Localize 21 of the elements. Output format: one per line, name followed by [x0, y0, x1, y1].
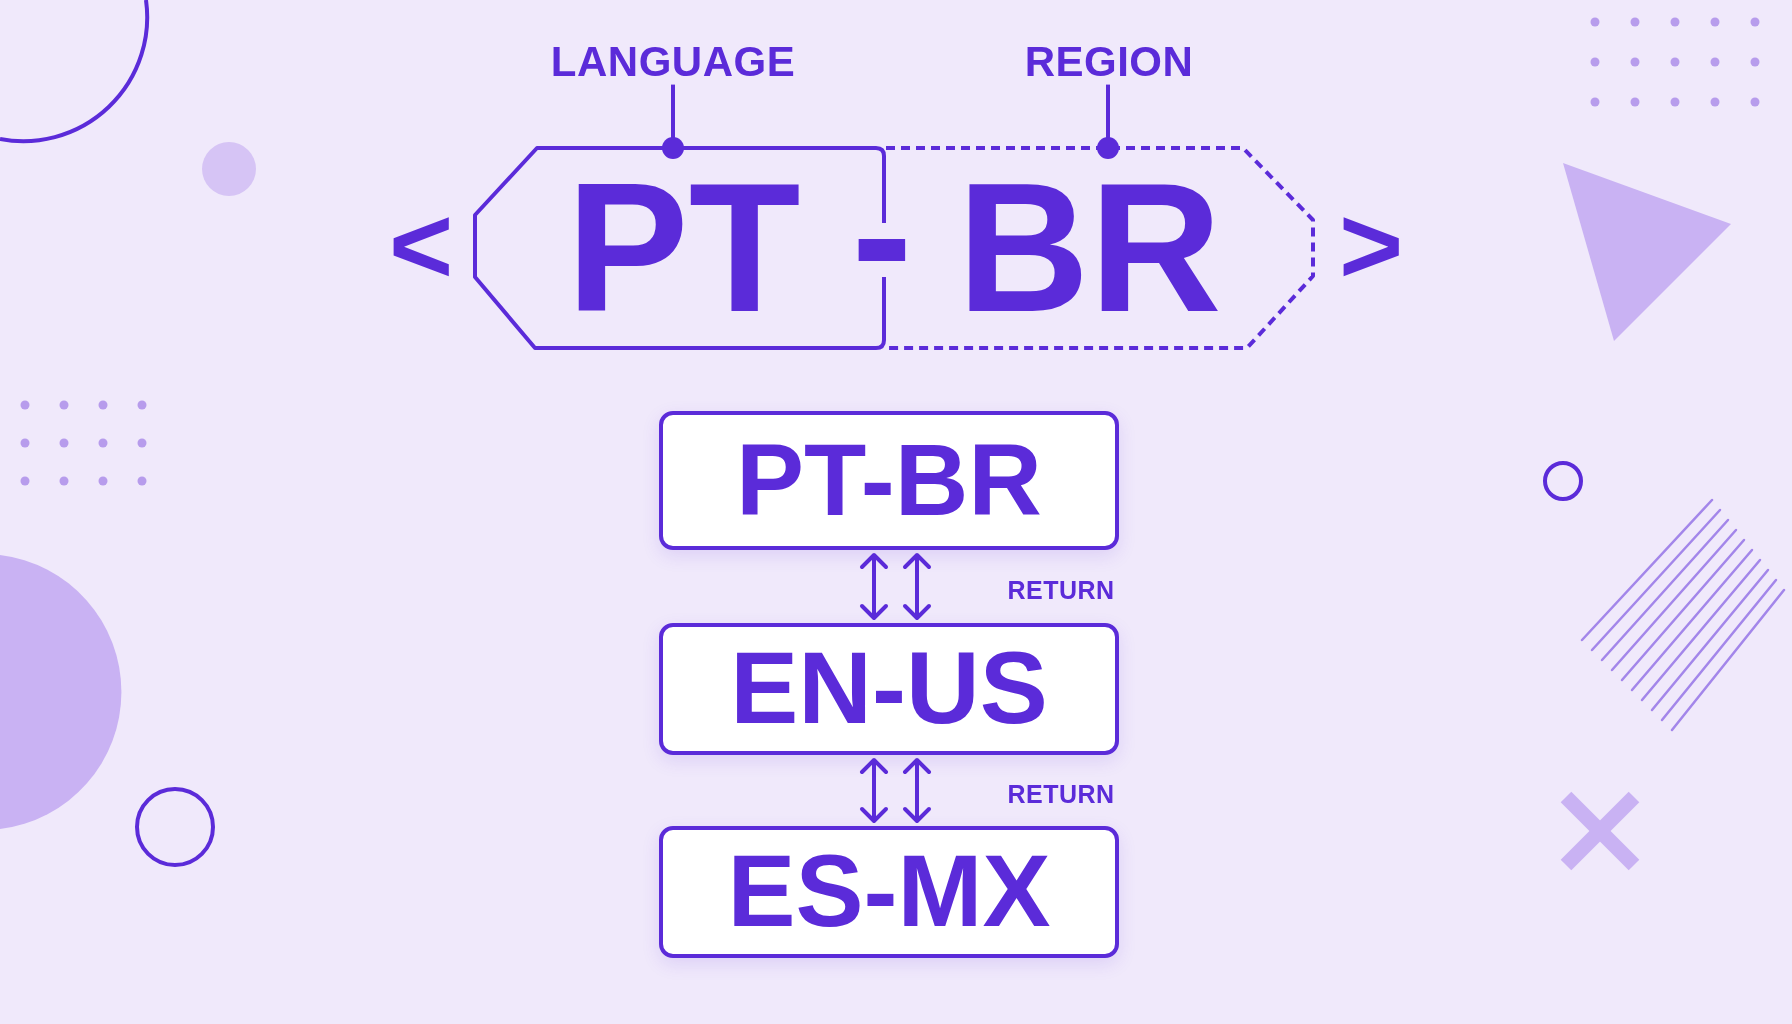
leader-line: [1097, 84, 1119, 159]
locale-box: [659, 623, 1119, 755]
double-arrow: [860, 758, 888, 823]
double-arrow: [903, 758, 931, 823]
edge-label: RETURN: [1007, 784, 1115, 804]
locale-box: [659, 411, 1119, 550]
angle-bracket: >: [1338, 214, 1404, 276]
locale-code: PT-BR: [736, 439, 1042, 522]
double-arrow: [903, 553, 931, 620]
angle-bracket: <: [388, 214, 454, 276]
locale-box: [659, 826, 1119, 958]
callout-label: LANGUAGE: [550, 45, 796, 79]
locale-code: EN-US: [730, 648, 1048, 730]
locale-code: ES-MX: [727, 851, 1051, 933]
callout-label: REGION: [1024, 45, 1194, 79]
leader-line: [662, 84, 684, 159]
edge-label: RETURN: [1007, 580, 1115, 600]
code-text: PT: [566, 174, 801, 322]
double-arrow: [860, 553, 888, 620]
hyphen: -: [851, 237, 913, 263]
code-text: BR: [957, 174, 1222, 322]
